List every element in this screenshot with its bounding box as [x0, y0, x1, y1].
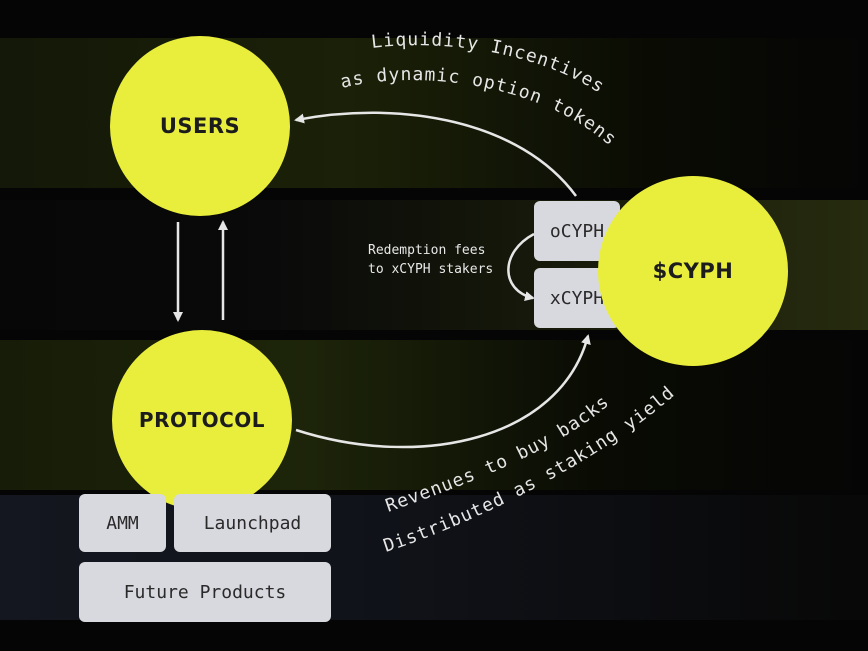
future-products-label: Future Products — [123, 581, 287, 603]
redemption-arrow — [507, 232, 535, 301]
users-node: USERS — [110, 36, 290, 216]
amm-label: AMM — [106, 512, 139, 534]
users-node-label: USERS — [159, 114, 241, 138]
cyph-node: $CYPH — [598, 176, 788, 366]
incentives-arrow — [294, 111, 578, 197]
launchpad-box: Launchpad — [174, 494, 331, 552]
protocol-node-label: PROTOCOL — [138, 408, 266, 432]
redemption-label-line2: to xCYPH stakers — [368, 262, 494, 277]
future-products-box: Future Products — [79, 562, 331, 622]
protocol-node: PROTOCOL — [112, 330, 292, 510]
revenue-label-line2: Distributed as staking yield — [381, 382, 679, 557]
ocyph-label: oCYPH — [549, 220, 605, 242]
cyph-node-label: $CYPH — [652, 259, 734, 283]
launchpad-label: Launchpad — [203, 512, 302, 534]
redemption-label-line1: Redemption fees — [368, 243, 486, 258]
revenue-arrow — [295, 334, 591, 449]
amm-box: AMM — [79, 494, 166, 552]
xcyph-label: xCYPH — [549, 287, 605, 309]
